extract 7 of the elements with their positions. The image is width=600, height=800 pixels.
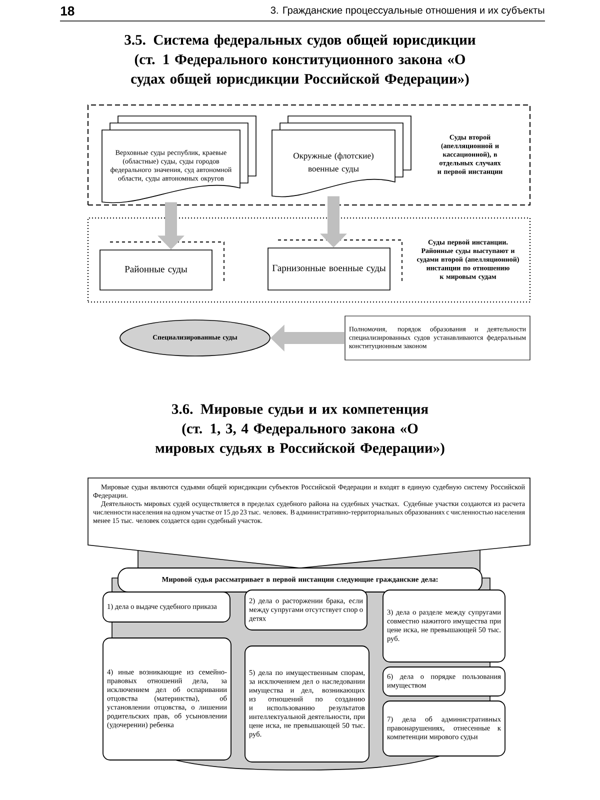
section-title: 3.6. Мировые судьи и их компетенция (ст. 1, 3, 4 Федерального закона «О мировых судьях в Российской Федерации») (155, 404, 444, 456)
running-head: 3. Гражданские процессуальные отношения и их субъекты (270, 6, 544, 16)
court-box: Гарнизонные военные суды (268, 240, 402, 290)
court-box: Районные суды (100, 242, 224, 290)
title: 3.5. Система федеральных судов общей юрисдикции (ст. 1 Федерального конституционного закона «О судах общей юрисдикции Российской Федерации») (124, 34, 476, 87)
document-stack: Окружные (флотские) военные суды (272, 116, 412, 198)
page-number: 18 (61, 6, 74, 16)
